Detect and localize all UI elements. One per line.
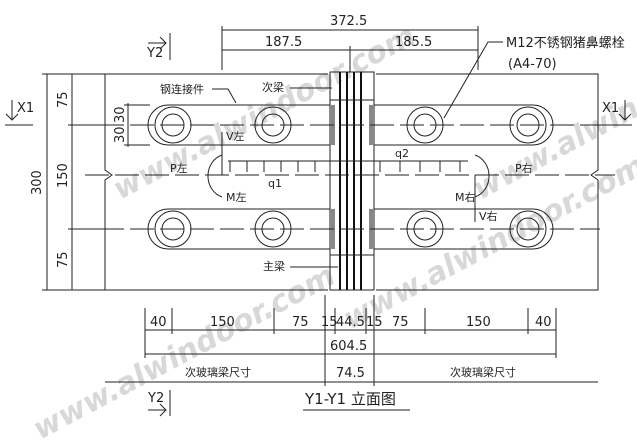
section-x1-right: X1 xyxy=(602,101,619,116)
dim-bottom-1: 150 xyxy=(210,315,235,330)
dim-bottom-3: 15 xyxy=(321,315,338,330)
steel-connector-label: 钢连接件 xyxy=(160,83,204,96)
dim-slot-lower: 30 xyxy=(113,126,128,143)
drawing-title: Y1-Y1 立面图 xyxy=(304,390,396,408)
section-y2-bottom: Y2 xyxy=(147,391,164,406)
q1-label: q1 xyxy=(268,177,282,190)
bolts xyxy=(154,106,547,248)
secondary-beam-label: 次梁 xyxy=(262,80,284,94)
dim-bottom-5: 15 xyxy=(366,315,383,330)
v-right-label: V右 xyxy=(479,209,498,223)
bolt-icon xyxy=(154,210,192,248)
bolt-icon xyxy=(254,210,292,248)
dim-slot-upper: 30 xyxy=(113,106,128,123)
left-dimensions: 300 75 150 75 30 30 xyxy=(30,73,150,291)
q2-label: q2 xyxy=(395,147,409,160)
glass-beam-left-label: 次玻璃梁尺寸 xyxy=(185,365,251,379)
main-beam-label: 主梁 xyxy=(263,259,285,273)
dim-left-mid: 150 xyxy=(56,163,71,188)
section-marks: Y2 Y2 X1 X1 xyxy=(5,33,632,417)
main-beam xyxy=(329,71,375,291)
bolt-grade-label: (A4-70) xyxy=(508,57,557,72)
dim-bottom-8: 40 xyxy=(535,315,552,330)
bottom-dimensions: 40 150 75 15 44.5 15 75 150 40 604.5 74.… xyxy=(105,295,598,386)
dim-bottom-2: 75 xyxy=(292,315,309,330)
m-left-label: M左 xyxy=(226,191,247,204)
dim-top-total: 372.5 xyxy=(330,14,367,29)
dim-bottom-4: 44.5 xyxy=(336,315,365,330)
callouts: 钢连接件 次梁 主梁 M12不锈钢猪鼻螺栓 (A4-70) xyxy=(160,35,625,273)
load-diagram: V左 V右 P左 P右 M左 M右 q1 q2 xyxy=(170,130,533,223)
dim-left-top: 75 xyxy=(56,91,71,108)
section-y2-top: Y2 xyxy=(146,46,163,61)
steel-connector-plates xyxy=(85,104,615,250)
p-right-label: P右 xyxy=(515,161,533,175)
right-glass-beam xyxy=(376,73,599,291)
p-left-label: P左 xyxy=(170,162,188,175)
dim-top-left: 187.5 xyxy=(265,35,302,50)
dim-center-gap: 74.5 xyxy=(336,366,365,381)
bolt-icon xyxy=(254,106,292,144)
dim-bottom-6: 75 xyxy=(392,315,409,330)
glass-beam-right-label: 次玻璃梁尺寸 xyxy=(450,365,516,379)
bolt-icon xyxy=(406,210,444,248)
top-dimensions: 372.5 187.5 185.5 xyxy=(221,14,479,72)
dim-bottom-7: 150 xyxy=(466,315,491,330)
section-x1-left: X1 xyxy=(17,101,34,116)
dim-bottom-0: 40 xyxy=(150,315,167,330)
bolt-icon xyxy=(406,106,444,144)
dim-left-total: 300 xyxy=(30,170,45,195)
dim-top-right: 185.5 xyxy=(395,35,432,50)
bolt-icon xyxy=(509,106,547,144)
watermark-text: www.alwindoor.com xyxy=(27,258,341,442)
bolt-icon xyxy=(154,106,192,144)
dim-left-bottom: 75 xyxy=(56,251,71,268)
dim-bottom-total: 604.5 xyxy=(330,339,367,354)
bolt-spec-label: M12不锈钢猪鼻螺栓 xyxy=(506,35,625,51)
bolt-icon xyxy=(509,210,547,248)
v-left-label: V左 xyxy=(226,130,245,143)
m-right-label: M右 xyxy=(455,190,476,204)
